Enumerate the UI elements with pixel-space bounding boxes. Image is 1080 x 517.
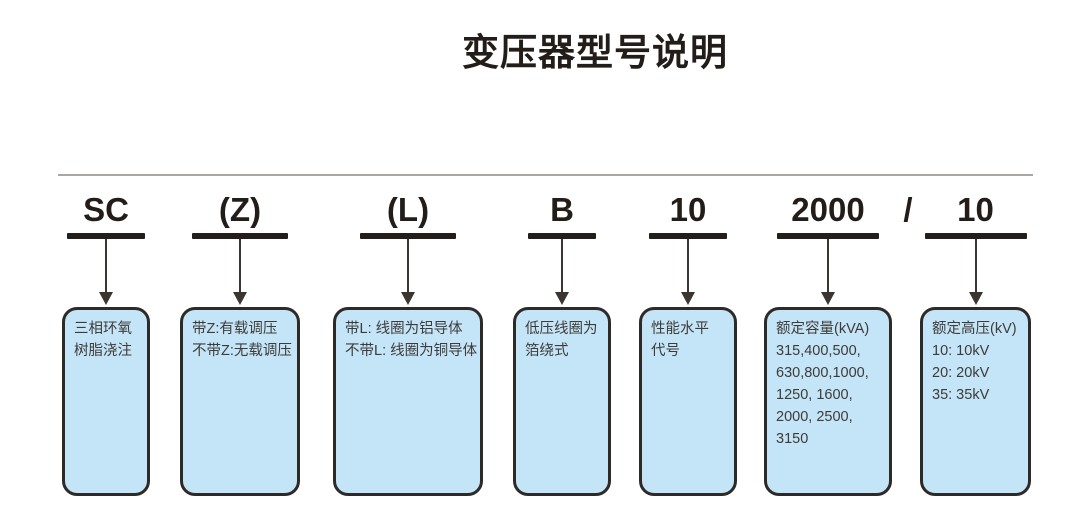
arrow-stem: [407, 239, 409, 292]
arrow-down-icon: [681, 292, 695, 305]
box-text-line: 性能水平: [651, 321, 709, 337]
code-column-performance: 10 性能水平 代号: [639, 188, 737, 496]
code-label: SC: [83, 191, 129, 228]
box-text-line: 额定高压(kV): [932, 321, 1017, 337]
code-label: (Z): [218, 191, 262, 228]
code-column-z: (Z) 带Z:有载调压 不带Z:无载调压: [180, 188, 300, 496]
description-box: 性能水平 代号: [639, 307, 737, 496]
box-text-line: 额定容量(kVA): [776, 321, 870, 337]
arrow-stem: [827, 239, 829, 292]
box-text-line: 树脂浇注: [74, 343, 132, 359]
code-column-l: (L) 带L: 线圈为铝导体 不带L: 线圈为铜导体: [333, 188, 483, 496]
arrow-stem: [239, 239, 241, 292]
box-text-line: 不带L: 线圈为铜导体: [345, 343, 478, 359]
box-text-line: 10: 10kV: [932, 343, 990, 359]
box-text-line: 箔绕式: [525, 343, 569, 359]
box-text-line: 代号: [651, 343, 680, 359]
box-text-line: 三相环氧: [74, 321, 132, 337]
arrow-stem: [105, 239, 107, 292]
description-box: 额定高压(kV) 10: 10kV 20: 20kV 35: 35kV: [920, 307, 1031, 496]
arrow-down-icon: [99, 292, 113, 305]
code-label: (L): [386, 191, 430, 228]
code-label: 10: [957, 191, 994, 228]
underline-bar: [924, 233, 1027, 239]
arrow-down-icon: [233, 292, 247, 305]
code-column-capacity: 2000 额定容量(kVA) 315,400,500, 630,800,1000…: [764, 188, 892, 496]
arrow-down-icon: [968, 292, 983, 305]
description-box: 低压线圈为 箔绕式: [513, 307, 611, 496]
arrow-down-icon: [401, 292, 415, 305]
code-column-voltage: 10 额定高压(kV) 10: 10kV 20: 20kV 35: 35kV: [920, 188, 1031, 496]
arrow-stem: [561, 239, 563, 292]
underline-bar: [528, 233, 596, 239]
box-text-line: 20: 20kV: [932, 365, 990, 381]
description-box: 额定容量(kVA) 315,400,500, 630,800,1000, 125…: [764, 307, 892, 496]
underline-bar: [360, 233, 456, 239]
box-text-line: 低压线圈为: [525, 321, 598, 337]
description-box: 带Z:有载调压 不带Z:无载调压: [180, 307, 300, 496]
arrow-stem: [687, 239, 689, 292]
horizontal-rule: [58, 174, 1033, 176]
code-column-sc: SC 三相环氧 树脂浇注: [62, 188, 150, 496]
box-text-line: 35: 35kV: [932, 387, 990, 403]
description-box: 三相环氧 树脂浇注: [62, 307, 150, 496]
description-box: 带L: 线圈为铝导体 不带L: 线圈为铜导体: [333, 307, 483, 496]
code-label: 10: [669, 191, 707, 228]
underline-bar: [649, 233, 727, 239]
arrow-stem: [974, 239, 977, 292]
box-text-line: 带L: 线圈为铝导体: [345, 321, 463, 337]
code-label: B: [550, 191, 574, 228]
code-label: 2000: [791, 191, 865, 228]
arrow-down-icon: [821, 292, 835, 305]
underline-bar: [67, 233, 145, 239]
box-text-line: 630,800,1000,: [776, 365, 869, 381]
code-column-b: B 低压线圈为 箔绕式: [513, 188, 611, 496]
underline-bar: [192, 233, 288, 239]
box-text-line: 不带Z:无载调压: [192, 343, 292, 359]
slash-separator: /: [903, 191, 913, 228]
box-text-line: 3150: [776, 431, 809, 447]
box-text-line: 2000, 2500,: [776, 409, 853, 425]
box-text-line: 带Z:有载调压: [192, 321, 278, 337]
underline-bar: [777, 233, 879, 239]
page-title: 变压器型号说明: [462, 32, 728, 73]
arrow-down-icon: [555, 292, 569, 305]
box-text-line: 1250, 1600,: [776, 387, 853, 403]
box-text-line: 315,400,500,: [776, 343, 861, 359]
